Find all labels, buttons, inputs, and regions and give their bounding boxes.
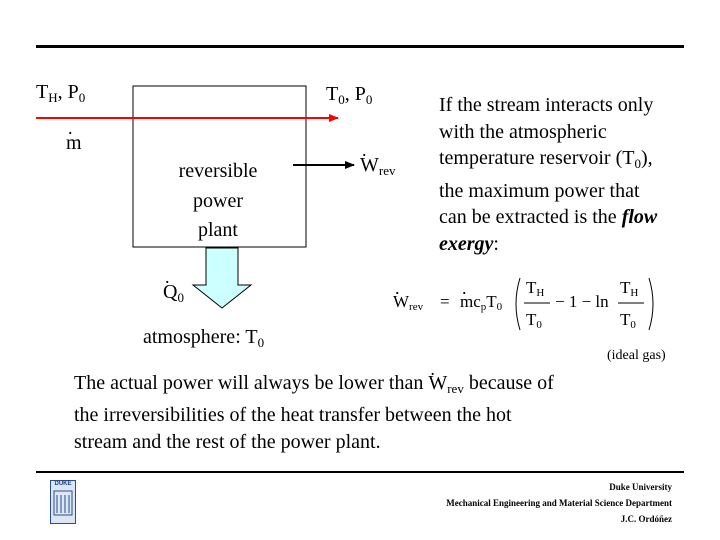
mass-flow-label: m bbox=[66, 119, 82, 153]
heat-label: Q0 bbox=[163, 268, 184, 304]
power-plant-box bbox=[132, 85, 307, 248]
conclusion-text: The actual power will always be lower th… bbox=[74, 356, 674, 456]
box-label-line-1: reversible bbox=[178, 160, 258, 182]
flow-exergy-equation: Wrev = mcpT0 TH T0 − 1 − ln TH T0 bbox=[393, 270, 683, 338]
inlet-label: TH, P0 bbox=[36, 81, 86, 105]
top-rule bbox=[36, 45, 684, 48]
diagram-graphics bbox=[36, 85, 355, 309]
footer-department: Mechanical Engineering and Material Scie… bbox=[446, 498, 672, 508]
box-label-line-3: plant bbox=[198, 219, 238, 241]
bottom-rule bbox=[36, 471, 684, 473]
ideal-gas-note: (ideal gas) bbox=[607, 348, 666, 363]
footer-credits: Duke University Mechanical Engineering a… bbox=[300, 479, 672, 527]
footer-university: Duke University bbox=[609, 482, 672, 492]
footer-author: J.C. Ordóñez bbox=[620, 514, 672, 524]
work-label: Wrev bbox=[360, 141, 396, 177]
chapel-icon bbox=[53, 490, 73, 516]
outlet-label: T0, P0 bbox=[326, 83, 373, 107]
atmosphere-label: atmosphere: T0 bbox=[143, 326, 265, 350]
box-label: reversible power plant bbox=[148, 157, 288, 246]
box-label-line-2: power bbox=[193, 189, 243, 212]
heat-rejection-arrow bbox=[191, 247, 253, 309]
explanation-text: If the stream interacts only with the at… bbox=[439, 94, 658, 255]
duke-logo: DUKE bbox=[50, 480, 76, 524]
